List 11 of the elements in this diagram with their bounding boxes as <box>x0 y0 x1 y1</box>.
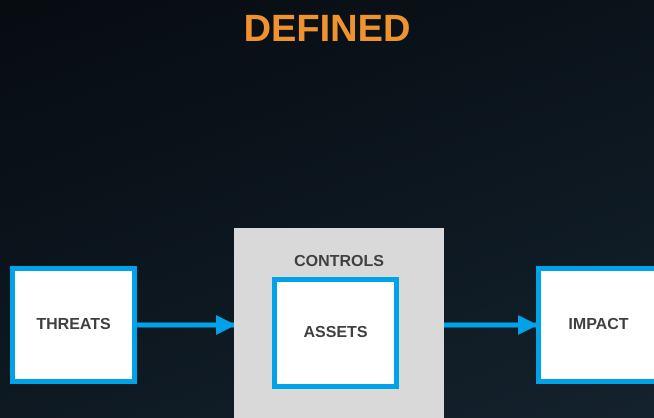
node-label: CONTROLS <box>294 253 384 271</box>
group-panel <box>234 228 444 418</box>
node-label: THREATS <box>36 316 111 334</box>
process-box <box>10 266 137 384</box>
node-label: ASSETS <box>303 324 368 342</box>
title: DEFINED <box>242 8 412 51</box>
process-box <box>272 277 399 389</box>
node-label: IMPACT <box>568 316 629 334</box>
arrow <box>444 315 538 335</box>
process-box <box>536 266 654 384</box>
arrow <box>137 315 236 335</box>
